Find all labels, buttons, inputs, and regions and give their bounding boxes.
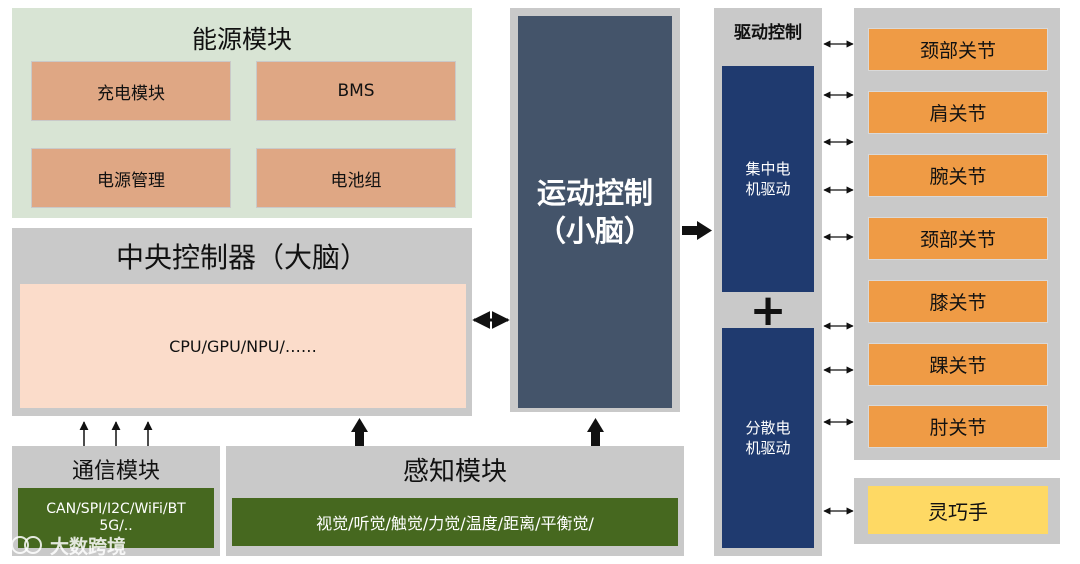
watermark: 大数跨境 (10, 532, 126, 558)
motion-control-module: 运动控制 （小脑） (510, 8, 680, 412)
processor-box: CPU/GPU/NPU/…… (20, 284, 466, 408)
energy-module: 能源模块 充电模块 BMS 电源管理 电池组 (12, 8, 472, 218)
watermark-text: 大数跨境 (50, 535, 127, 558)
perception-module-title: 感知模块 (402, 456, 507, 487)
battery-pack-box: 电池组 (256, 148, 456, 208)
central-controller: 中央控制器（大脑） CPU/GPU/NPU/…… (12, 228, 472, 416)
charging-module-box: 充电模块 (31, 61, 231, 121)
joint-elbow: 肘关节 (868, 405, 1048, 448)
bms-box: BMS (256, 61, 456, 121)
drive-control-title: 驱动控制 (734, 22, 802, 43)
central-controller-title: 中央控制器（大脑） (115, 241, 368, 274)
energy-module-title: 能源模块 (191, 25, 292, 54)
centralized-motor-drive-box: 集中电 机驱动 (722, 66, 814, 292)
watermark-logo-icon (11, 536, 42, 554)
distributed-drive-line-1: 分散电 (745, 419, 791, 437)
joint-ankle: 踝关节 (868, 343, 1048, 386)
dexterous-hand-panel: 灵巧手 (854, 478, 1060, 544)
joints-panel: 颈部关节 肩关节 腕关节 颈部关节 膝关节 踝关节 肘关节 (854, 8, 1060, 460)
protocols-line-2: 5G/.. (99, 518, 133, 534)
dexterous-hand-box: 灵巧手 (868, 486, 1048, 534)
distributed-motor-drive-box: 分散电 机驱动 (722, 328, 814, 548)
drive-joint-arrows (823, 40, 854, 515)
communication-module: 通信模块 CAN/SPI/I2C/WiFi/BT 5G/.. (12, 446, 220, 556)
perception-to-motion-arrow (587, 418, 604, 446)
joint-wrist: 腕关节 (868, 154, 1048, 197)
centralized-drive-line-2: 机驱动 (745, 180, 791, 198)
communication-module-title: 通信模块 (71, 459, 160, 484)
joint-knee: 膝关节 (868, 280, 1048, 323)
communication-protocols-box: CAN/SPI/I2C/WiFi/BT 5G/.. (18, 488, 214, 548)
perception-to-central-arrow (351, 418, 368, 446)
joint-shoulder: 肩关节 (868, 91, 1048, 134)
protocols-line-1: CAN/SPI/I2C/WiFi/BT (46, 501, 186, 517)
cerebellum-label: （小脑） (536, 214, 653, 248)
motion-to-drive-arrow (682, 221, 712, 240)
joint-neck: 颈部关节 (868, 28, 1048, 71)
drive-control-module: 驱动控制 集中电 机驱动 + 分散电 机驱动 (714, 8, 822, 556)
plus-sign: + (749, 284, 787, 336)
power-management-box: 电源管理 (31, 148, 231, 208)
distributed-drive-line-2: 机驱动 (745, 439, 791, 457)
motion-control-box: 运动控制 （小脑） (518, 16, 672, 408)
joint-neck-2: 颈部关节 (868, 217, 1048, 260)
senses-box: 视觉/听觉/触觉/力觉/温度/距离/平衡觉/ (232, 498, 678, 546)
perception-module: 感知模块 视觉/听觉/触觉/力觉/温度/距离/平衡觉/ (226, 446, 684, 556)
motion-control-label: 运动控制 (536, 176, 653, 210)
centralized-drive-line-1: 集中电 (745, 160, 791, 178)
